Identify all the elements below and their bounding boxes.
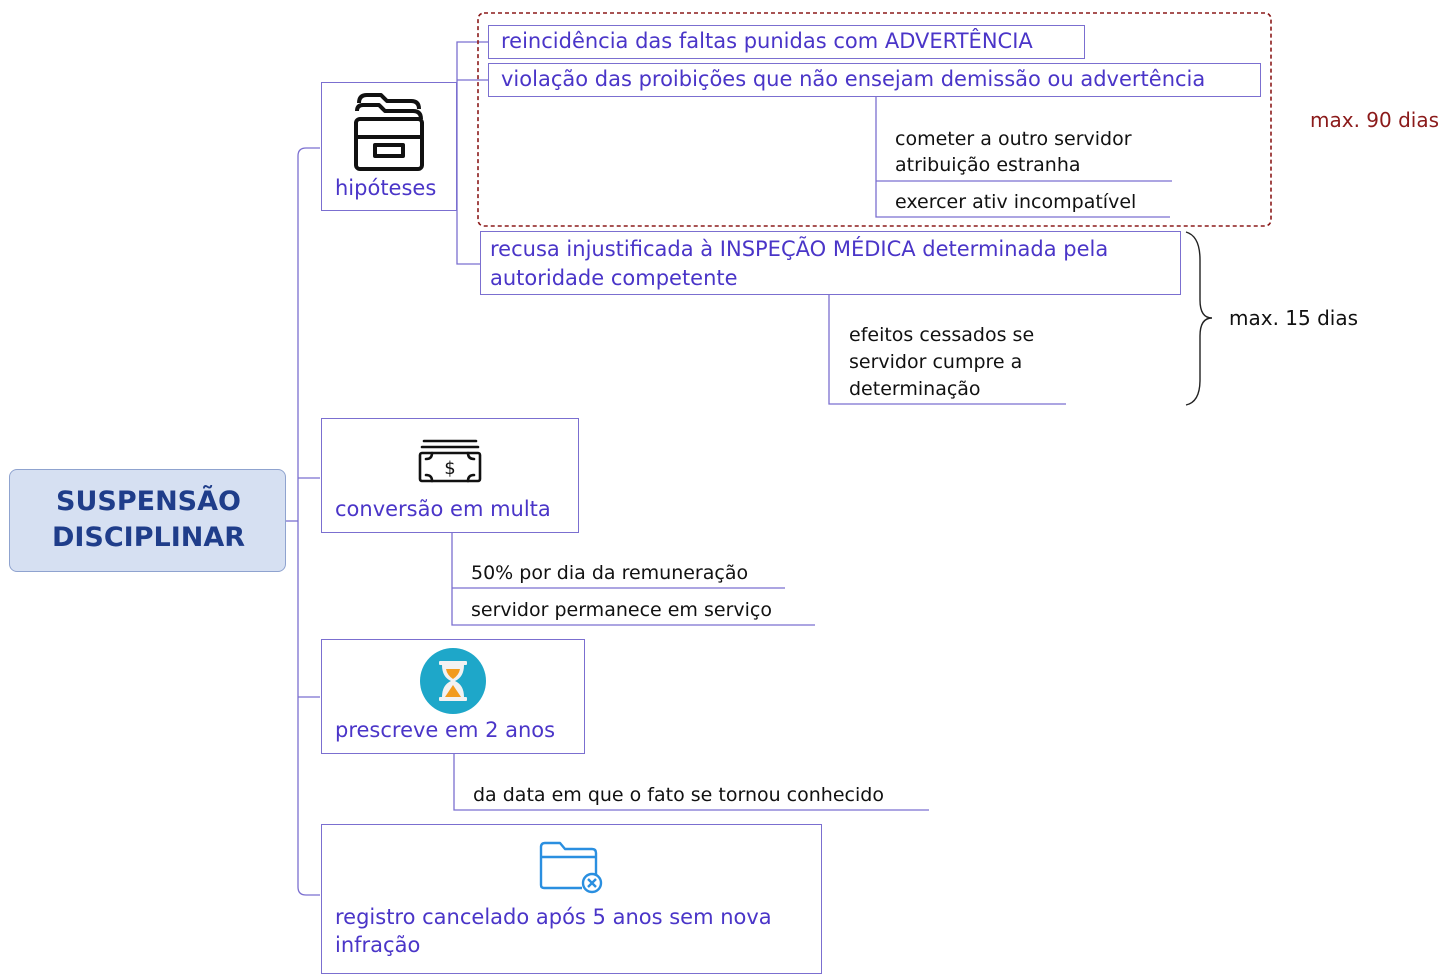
note-exercer: exercer ativ incompatível — [895, 191, 1137, 213]
note-permanece-servico: servidor permanece em serviço — [471, 599, 772, 621]
note-50-por-dia: 50% por dia da remuneração — [471, 562, 749, 584]
topic-registro-line1: registro cancelado após 5 anos sem nova — [335, 905, 772, 929]
note-cometer: cometer a outro servidor atribuição estr… — [895, 128, 1132, 176]
topic-conversao[interactable]: $ conversão em multa — [321, 418, 579, 533]
topic-hipoteses[interactable]: hipóteses — [321, 82, 457, 211]
topic-registro-line2: infração — [335, 933, 421, 957]
subtopic-violacao[interactable]: violação das proibições que não ensejam … — [488, 63, 1261, 97]
note-data-fato: da data em que o fato se tornou conhecid… — [473, 784, 884, 806]
subtopic-reincidencia-label: reincidência das faltas punidas com ADVE… — [501, 29, 1033, 53]
subtopic-recusa-line2: autoridade competente — [490, 266, 738, 290]
max-15-brace — [1185, 231, 1213, 406]
folder-cancel-icon — [539, 841, 603, 894]
hourglass-icon — [420, 648, 486, 714]
svg-text:$: $ — [444, 458, 455, 479]
label-max-15-dias: max. 15 dias — [1229, 306, 1359, 330]
subtopic-reincidencia[interactable]: reincidência das faltas punidas com ADVE… — [488, 25, 1085, 59]
topic-hipoteses-label: hipóteses — [335, 176, 437, 200]
subtopic-violacao-label: violação das proibições que não ensejam … — [501, 67, 1206, 91]
root-title-line2: DISCIPLINAR — [51, 522, 246, 553]
root-title-line1: SUSPENSÃO — [56, 486, 241, 517]
money-bills-icon: $ — [418, 439, 482, 483]
subtopic-recusa[interactable]: recusa injustificada à INSPEÇÃO MÉDICA d… — [480, 231, 1181, 295]
note-efeitos-cessados: efeitos cessados se servidor cumpre a de… — [849, 324, 1035, 400]
max-90-boundary — [477, 12, 1272, 227]
label-max-90-dias: max. 90 dias — [1310, 108, 1440, 132]
topic-conversao-label: conversão em multa — [335, 497, 551, 521]
topic-prescreve[interactable]: prescreve em 2 anos — [321, 639, 585, 754]
subtopic-recusa-line1: recusa injustificada à INSPEÇÃO MÉDICA d… — [490, 237, 1109, 261]
topic-registro[interactable]: registro cancelado após 5 anos sem nova … — [321, 824, 822, 974]
file-cabinet-icon — [354, 93, 424, 171]
root-node[interactable]: SUSPENSÃO DISCIPLINAR — [9, 469, 286, 572]
topic-prescreve-label: prescreve em 2 anos — [335, 718, 556, 742]
